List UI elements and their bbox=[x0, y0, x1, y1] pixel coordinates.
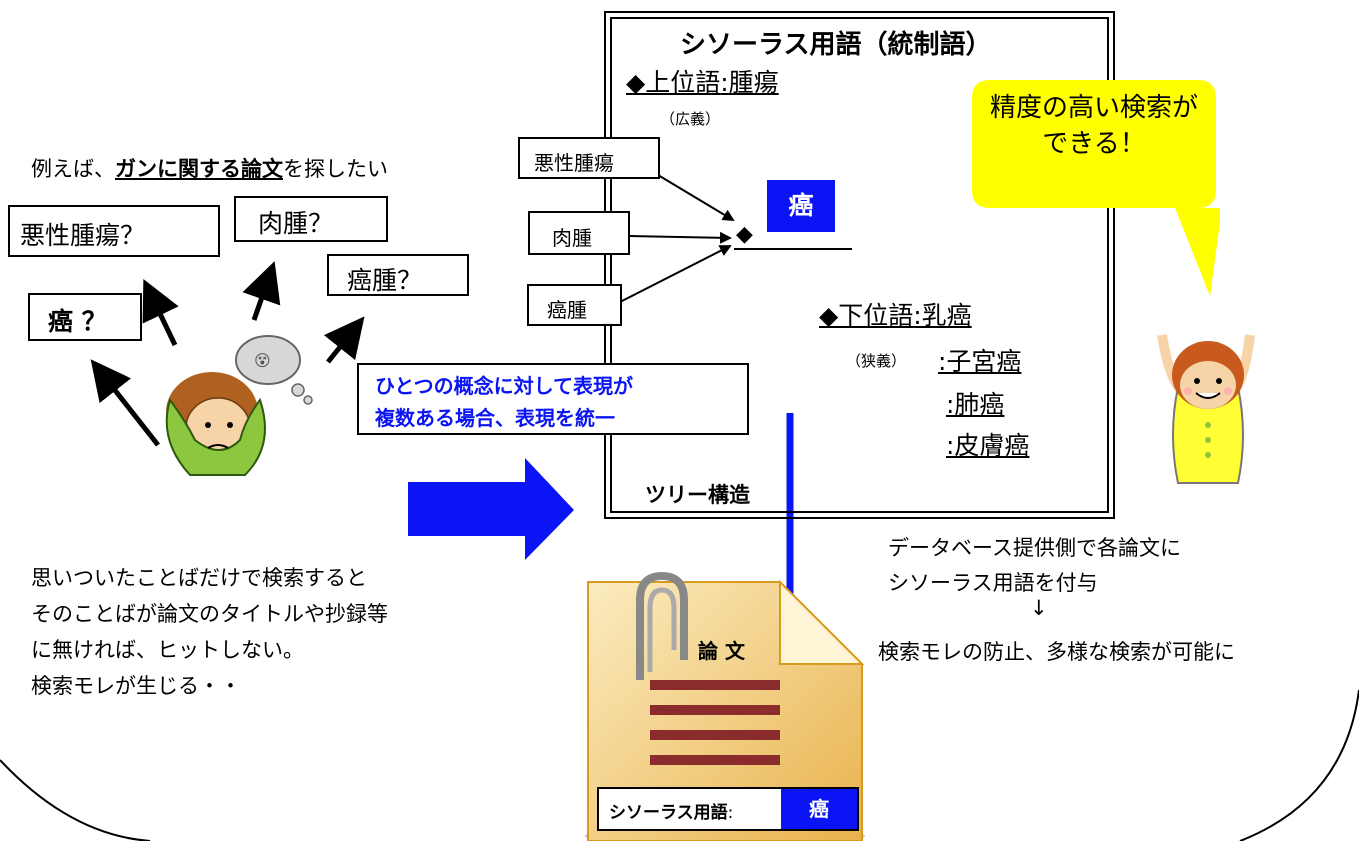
broader-term: 腫瘍 bbox=[728, 68, 779, 97]
synonym-label: 癌腫 bbox=[547, 298, 587, 322]
big-arrow-icon bbox=[408, 458, 574, 560]
narrower-term: :皮膚癌 bbox=[946, 431, 1030, 460]
left-note: 思いついたことばだけで検索すると そのことばが論文のタイトルや抄録等 に無ければ… bbox=[31, 560, 388, 704]
broader-sep: : bbox=[720, 68, 729, 97]
speech-line: 精度の高い検索が bbox=[989, 93, 1198, 123]
right-note-line: 検索モレの防止、多様な検索が可能に bbox=[878, 640, 1235, 664]
narrower-term: :肺癌 bbox=[946, 390, 1005, 419]
guess-term-box: 悪性腫瘍？ bbox=[8, 205, 220, 257]
tree-structure-label: ツリー構造 bbox=[645, 483, 750, 507]
guess-term-label: 肉腫？ bbox=[258, 209, 334, 238]
intro-prefix: 例えば、 bbox=[31, 157, 115, 181]
worried-person-icon: 😵 bbox=[165, 335, 313, 476]
guess-term-label: 癌 ？ bbox=[48, 307, 107, 336]
document-title: 論 文 bbox=[698, 639, 745, 663]
narrower-term: :子宮癌 bbox=[938, 347, 1022, 376]
narrower-note: （狭義） bbox=[846, 352, 907, 370]
arrow-icon bbox=[323, 316, 365, 364]
thesaurus-frame bbox=[604, 11, 1115, 519]
document-tag-value: 癌 bbox=[781, 789, 857, 829]
intro-text: 例えば、ガンに関する論文を探したい bbox=[31, 153, 388, 183]
left-note-line: に無ければ、ヒットしない。 bbox=[31, 638, 304, 662]
arrow-icon bbox=[242, 261, 281, 321]
unify-note-line: 複数ある場合、表現を統一 bbox=[375, 406, 615, 430]
preferred-underline bbox=[734, 248, 852, 250]
narrower-first-term: :乳癌 bbox=[913, 301, 972, 330]
document-tag: シソーラス用語: 癌 bbox=[597, 787, 859, 831]
broader-term-row: ◆上位語:腫瘍 bbox=[626, 63, 779, 99]
svg-text:😵: 😵 bbox=[254, 351, 271, 370]
synonym-arrow-icon bbox=[629, 231, 732, 244]
narrower-term-row: ◆下位語:乳癌 bbox=[819, 296, 972, 332]
right-note-line: シソーラス用語を付与 bbox=[888, 571, 1098, 595]
speech-bubble-icon bbox=[972, 80, 1220, 296]
synonym-label: 悪性腫瘍 bbox=[534, 151, 614, 175]
left-note-line: そのことばが論文のタイトルや抄録等 bbox=[31, 602, 388, 626]
guess-term-box: 肉腫？ bbox=[234, 196, 388, 242]
right-note-line: データベース提供側で各論文に bbox=[888, 536, 1181, 560]
speech-line: できる！ bbox=[1042, 129, 1146, 159]
guess-term-label: 癌腫？ bbox=[347, 266, 423, 295]
synonym-box: 肉腫 bbox=[528, 211, 630, 255]
document-tag-label-row: シソーラス用語: bbox=[609, 798, 733, 823]
frame-arc-left bbox=[0, 759, 151, 841]
intro-suffix: を探したい bbox=[283, 157, 388, 181]
speech-bubble-text: 精度の高い検索が できる！ bbox=[972, 90, 1216, 162]
arrow-icon bbox=[142, 278, 179, 347]
thesaurus-frame-inner bbox=[610, 17, 1109, 513]
synonym-box: 癌腫 bbox=[527, 284, 622, 326]
unify-note-box: ひとつの概念に対して表現が 複数ある場合、表現を統一 bbox=[357, 363, 749, 435]
guess-term-box: 癌 ？ bbox=[28, 293, 142, 341]
intro-keyword: ガンに関する論文 bbox=[115, 157, 283, 181]
preferred-marker-icon: ◆ bbox=[736, 222, 753, 247]
preferred-term: 癌 bbox=[767, 180, 835, 232]
synonym-arrow-icon bbox=[657, 174, 735, 222]
narrower-label: ◆下位語 bbox=[819, 301, 914, 330]
unify-note-line: ひとつの概念に対して表現が bbox=[375, 374, 633, 398]
left-note-line: 検索モレが生じる・・ bbox=[31, 674, 241, 698]
down-arrow-icon: ↓ bbox=[1030, 596, 1048, 620]
synonym-arrow-icon bbox=[619, 245, 732, 303]
broader-note: （広義） bbox=[660, 110, 721, 128]
document-tag-label: シソーラス用語 bbox=[609, 803, 728, 823]
synonym-box: 悪性腫瘍 bbox=[518, 137, 660, 179]
arrow-icon bbox=[90, 359, 160, 447]
guess-term-label: 悪性腫瘍？ bbox=[20, 221, 146, 250]
synonym-label: 肉腫 bbox=[552, 226, 592, 250]
frame-arc-right bbox=[1239, 689, 1359, 841]
document-tag-sep: : bbox=[727, 803, 734, 823]
happy-child-icon bbox=[1157, 334, 1255, 484]
left-note-line: 思いついたことばだけで検索すると bbox=[31, 566, 367, 590]
broader-label: ◆上位語 bbox=[626, 68, 721, 97]
thesaurus-title: シソーラス用語（統制語） bbox=[680, 30, 992, 60]
guess-term-box: 癌腫？ bbox=[327, 254, 469, 296]
